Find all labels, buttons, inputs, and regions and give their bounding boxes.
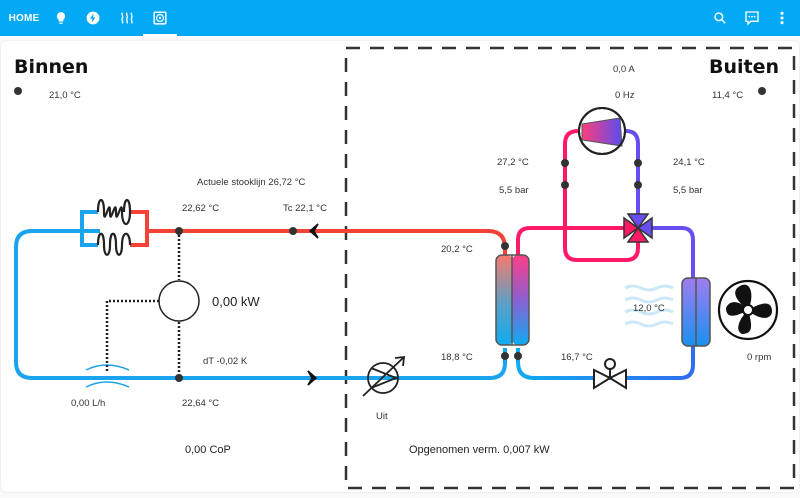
- return-temp: 22,64 °C: [182, 398, 220, 409]
- supply-temp: 22,62 °C: [182, 203, 220, 214]
- discharge-pressure: 5,5 bar: [499, 185, 529, 196]
- return-pipe: [14, 229, 507, 380]
- search-icon: [714, 12, 726, 24]
- assist-button[interactable]: [737, 0, 767, 36]
- expansion-valve-icon: [593, 358, 627, 390]
- four-way-valve-icon: [623, 213, 653, 243]
- inside-title: Binnen: [14, 56, 89, 78]
- tab-heating[interactable]: [110, 0, 144, 36]
- refrigerant-evap-line: [646, 226, 695, 278]
- tab-heat-pump[interactable]: [143, 0, 177, 36]
- airflow-icon: [624, 284, 674, 328]
- suction-pressure: 5,5 bar: [673, 185, 703, 196]
- circulation-pump-icon: [362, 355, 406, 397]
- tab-home-label: HOME: [8, 12, 40, 24]
- room-temp: 21,0 °C: [49, 90, 81, 101]
- heat-pump-icon: [153, 11, 167, 25]
- expansion-temp: 16,7 °C: [561, 352, 593, 363]
- compressor-current: 0,0 A: [613, 64, 635, 75]
- energy-meter-icon: [105, 231, 200, 378]
- outside-temp: 11,4 °C: [712, 90, 744, 101]
- supply-flow-arrow-icon: [308, 223, 319, 239]
- overflow-menu-button[interactable]: [767, 0, 797, 36]
- top-app-bar: HOME: [0, 0, 800, 36]
- tab-home[interactable]: HOME: [0, 0, 48, 36]
- heating-curve: Actuele stooklijn 26,72 °C: [197, 177, 306, 188]
- lightning-icon: [86, 11, 100, 25]
- tab-energy[interactable]: [76, 0, 110, 36]
- tc-temp: Tc 22,1 °C: [283, 203, 327, 214]
- chat-icon: [745, 11, 759, 26]
- compressor-icon: [578, 107, 626, 155]
- discharge-temp: 27,2 °C: [497, 157, 529, 168]
- suction-temp: 24,1 °C: [673, 157, 705, 168]
- refrigerant-discharge-line: [563, 129, 640, 262]
- evaporator-icon: [681, 277, 711, 347]
- refrigerant-suction-line: [622, 129, 640, 214]
- radiator-manifold-cold: [80, 210, 100, 247]
- condenser-icon: [495, 254, 530, 346]
- tab-lighting[interactable]: [44, 0, 78, 36]
- radiator-manifold-hot: [130, 210, 149, 247]
- condenser-in-temp: 20,2 °C: [441, 244, 473, 255]
- more-vertical-icon: [780, 11, 784, 25]
- power-consumed: Opgenomen verm. 0,007 kW: [409, 444, 550, 456]
- pump-state: Uit: [376, 411, 388, 422]
- refrigerant-hot-line: [516, 226, 632, 258]
- outside-title: Buiten: [709, 56, 780, 78]
- cop-value: 0,00 CoP: [185, 444, 231, 456]
- delta-t: dT -0,02 K: [203, 356, 248, 367]
- sensor-dots: [14, 87, 766, 382]
- condenser-out-temp: 18,8 °C: [441, 352, 473, 363]
- return-flow-arrow-icon: [307, 370, 318, 386]
- flow-rate: 0,00 L/h: [71, 398, 106, 409]
- thermal-power: 0,00 kW: [212, 294, 260, 309]
- evaporator-air-temp: 12,0 °C: [633, 303, 665, 314]
- fan-speed: 0 rpm: [747, 352, 772, 363]
- fan-icon: [717, 279, 779, 341]
- lightbulb-icon: [56, 12, 66, 24]
- outside-unit-boundary: [344, 46, 796, 490]
- radiator-icon: [96, 198, 132, 256]
- heat-pump-card: [1, 41, 799, 492]
- search-button[interactable]: [705, 0, 735, 36]
- compressor-frequency: 0 Hz: [615, 90, 635, 101]
- heat-wave-icon: [121, 12, 133, 24]
